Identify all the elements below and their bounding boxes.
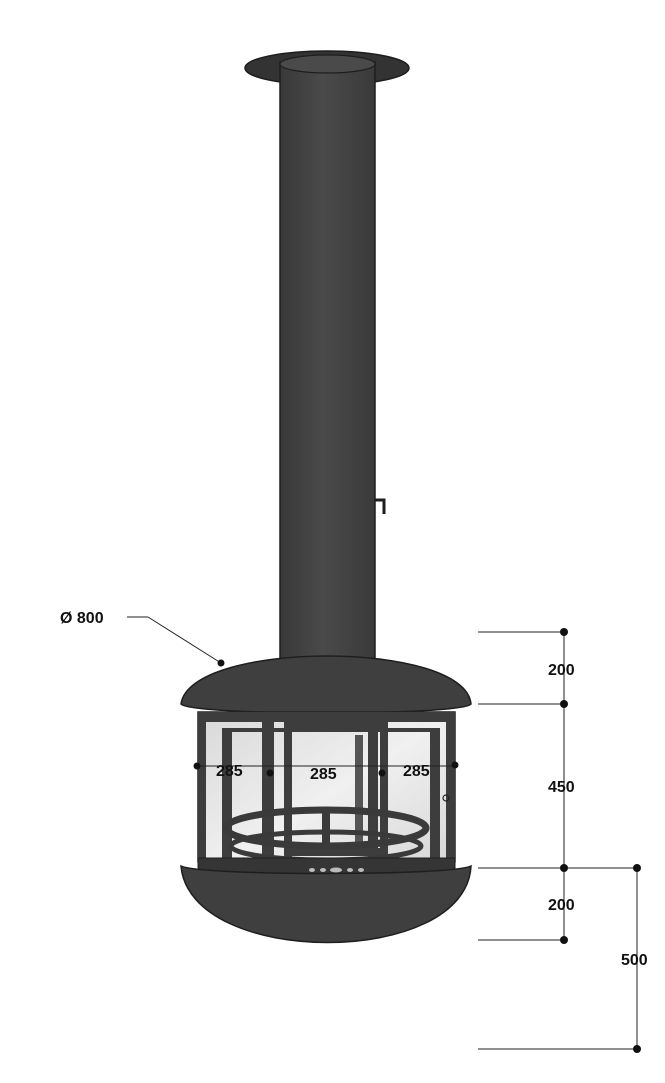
glass-height-label: 450 [548, 779, 575, 796]
diameter-callout: Ø 800 [60, 610, 225, 667]
height-dimensions: 200 450 200 [478, 628, 637, 944]
width-label-right: 285 [403, 763, 430, 780]
damper-handle [375, 498, 386, 514]
bowl-height-label: 200 [548, 897, 575, 914]
hood-height-label: 200 [548, 662, 575, 679]
bottom-bowl [180, 864, 472, 944]
width-label-left: 285 [216, 763, 243, 780]
floor-clearance-label: 500 [621, 952, 648, 969]
top-hood [180, 655, 472, 714]
glass-firebox [197, 711, 456, 887]
floor-clearance-dimension: 500 [478, 864, 648, 1053]
diameter-label: Ø 800 [60, 610, 104, 627]
chimney-pipe [279, 54, 376, 661]
width-label-center: 285 [310, 766, 337, 783]
width-dimension: 285 285 285 [193, 761, 459, 783]
